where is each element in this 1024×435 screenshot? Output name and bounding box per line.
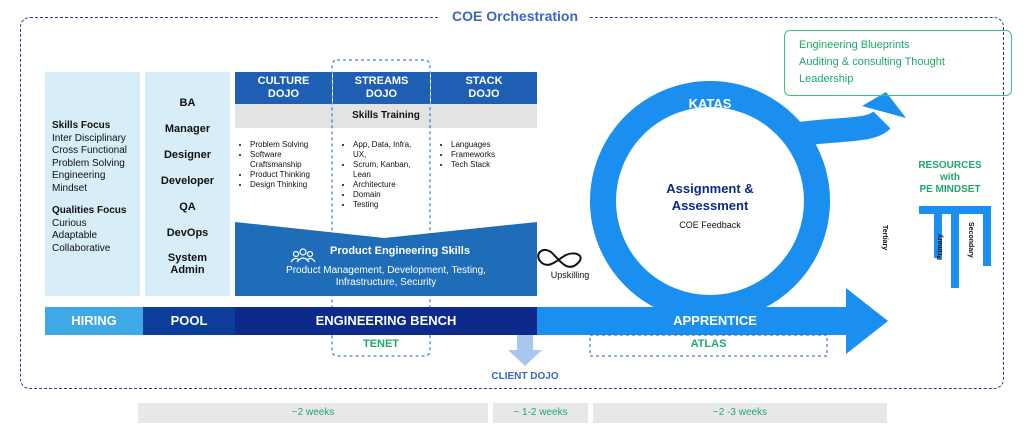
primary-label: Primary (937, 233, 944, 260)
skills-item: Engineering (52, 170, 106, 181)
role-item: DevOps (166, 227, 209, 239)
secondary-bar (983, 210, 991, 266)
list-item: Product Thinking (250, 170, 340, 180)
culture-dojo-list: Problem Solving Software Craftsmanship P… (240, 140, 340, 190)
skills-focus-heading: Skills Focus (52, 120, 111, 131)
pool-column (145, 72, 230, 296)
product-engineering-shape (235, 222, 537, 296)
engineering-bench-label: ENGINEERING BENCH (315, 313, 457, 328)
tertiary-bar (934, 210, 942, 258)
secondary-label: Secondary (967, 222, 974, 258)
hiring-segment (45, 307, 143, 335)
skills-item: Inter Disciplinary (52, 132, 126, 144)
product-engineering-subtitle: Product Management, Development, Testing… (286, 265, 486, 288)
week-bar: ~ 1-2 weeks (493, 403, 588, 423)
list-item: Testing (353, 200, 438, 210)
stack-dojo-header: STACK DOJO (431, 72, 537, 104)
tertiary-label: Tertiary (881, 225, 888, 251)
apprentice-segment (537, 307, 847, 335)
assignment-assessment-title: Assignment & Assessment (666, 181, 754, 213)
qualities-item: Curious (52, 217, 87, 229)
list-item: Frameworks (451, 150, 541, 160)
tenet-label: TENET (362, 338, 400, 350)
pool-segment (143, 307, 235, 335)
role-item: System Admin (167, 252, 208, 276)
outcome-item: Auditing & consulting Thought (799, 56, 945, 68)
katas-exit-arc (790, 110, 891, 147)
list-item: Tech Stack (451, 160, 541, 170)
orchestration-title: COE Orchestration (440, 8, 591, 24)
list-item: Languages (451, 140, 541, 150)
week-bar: ~2 -3 weeks (593, 403, 887, 423)
outcome-item: Engineering Blueprints (799, 39, 910, 51)
katas-label: KATAS (688, 96, 732, 111)
client-dojo-arrow-shaft (517, 335, 533, 351)
client-dojo-label: CLIENT DOJO (491, 371, 559, 382)
pool-label: POOL (170, 313, 208, 328)
role-item: Manager (164, 123, 211, 135)
skills-training-bar: Skills Training (235, 104, 537, 128)
list-item: Problem Solving (250, 140, 340, 150)
product-engineering-text: Product Engineering Skills Product Manag… (235, 245, 537, 289)
apprentice-arrowhead (846, 288, 888, 354)
skills-item: Mindset (52, 182, 88, 194)
atlas-label: ATLAS (690, 338, 727, 350)
streams-dashed-frame (331, 59, 431, 357)
list-item: Domain (353, 190, 438, 200)
stack-dojo-list: Languages Frameworks Tech Stack (441, 140, 541, 170)
culture-dojo-header: CULTURE DOJO (235, 72, 332, 104)
people-icon (290, 248, 316, 263)
outcome-item: Leadership (799, 73, 854, 85)
streams-dojo-header: STREAMS DOJO (333, 72, 430, 104)
skills-text: Skills Focus Inter Disciplinary Cross Fu… (52, 120, 140, 255)
list-item: Architecture (353, 180, 438, 190)
katas-exit-arrowhead (862, 92, 906, 118)
qualities-focus-heading: Qualities Focus (52, 205, 127, 216)
role-item: QA (179, 201, 196, 213)
resources-title: RESOURCES with PE MINDSET (918, 160, 982, 195)
role-item: BA (179, 97, 196, 109)
list-item: Design Thinking (250, 180, 340, 190)
list-item: Scrum, Kanban, Lean (353, 160, 438, 180)
week-bar: ~2 weeks (138, 403, 488, 423)
infinity-icon (537, 249, 582, 268)
list-item: Software Craftsmanship (250, 150, 340, 170)
primary-bar (951, 210, 959, 288)
outcomes-box: Engineering Blueprints Auditing & consul… (784, 30, 1012, 96)
qualities-item: Collaborative (52, 242, 111, 254)
upskilling-label: Upskilling (550, 270, 590, 280)
list-item: App, Data, Infra, UX, (353, 140, 438, 160)
streams-dojo-list: App, Data, Infra, UX, Scrum, Kanban, Lea… (343, 140, 438, 210)
skills-column (45, 72, 140, 296)
atlas-dashed-frame (589, 334, 828, 357)
coe-feedback-label: COE Feedback (679, 220, 741, 230)
skills-item: Cross Functional (52, 145, 128, 156)
qualities-item: Adaptable (52, 230, 98, 241)
apprentice-label: APPRENTICE (673, 313, 757, 328)
product-engineering-title: Product Engineering Skills (330, 245, 470, 257)
skills-item: Problem Solving (52, 157, 125, 169)
hiring-label: HIRING (71, 313, 117, 328)
role-item: Designer (163, 149, 212, 161)
role-item: Developer (160, 175, 215, 187)
client-dojo-arrowhead (508, 350, 542, 366)
bench-segment (235, 307, 537, 335)
